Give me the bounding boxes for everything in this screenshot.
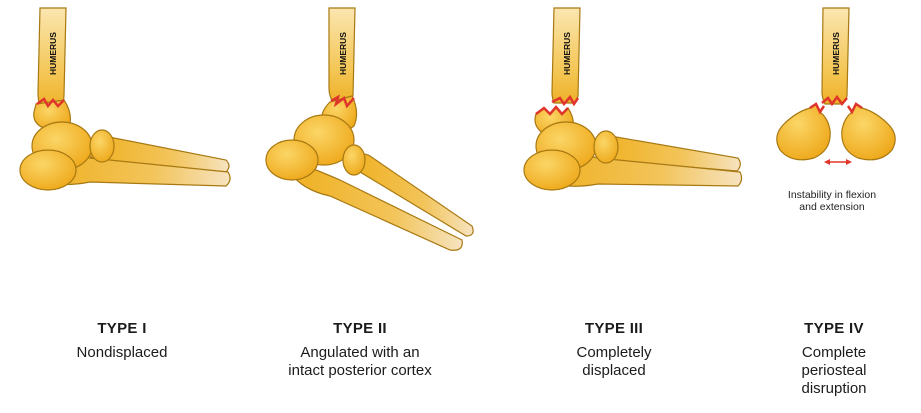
type-2-description: Angulated with an intact posterior corte…: [288, 344, 431, 380]
radial-head: [343, 145, 365, 175]
type-4-label: TYPE IV Complete periosteal disruption: [801, 320, 866, 398]
instability-note: Instability in flexion and extension: [779, 189, 885, 213]
type-3-description: Completely displaced: [576, 344, 651, 380]
type-1-panel: HUMERUS: [0, 0, 240, 300]
humerus-label: HUMERUS: [338, 32, 348, 75]
type-1-title: TYPE I: [77, 320, 168, 338]
humerus-label: HUMERUS: [48, 32, 58, 75]
humerus-label: HUMERUS: [562, 32, 572, 75]
type-4-title: TYPE IV: [801, 320, 866, 338]
type-3-panel: HUMERUS: [510, 0, 750, 300]
type-1-description: Nondisplaced: [77, 344, 168, 362]
type-3-label: TYPE III Completely displaced: [576, 320, 651, 380]
medial-condyle-fragment: [842, 104, 895, 160]
type-3-elbow-illustration: HUMERUS: [510, 0, 750, 300]
type-1-elbow-illustration: HUMERUS: [0, 0, 240, 300]
instability-arrow-icon: [824, 159, 852, 165]
type-3-title: TYPE III: [576, 320, 651, 338]
type-2-title: TYPE II: [288, 320, 431, 338]
type-2-elbow-illustration: HUMERUS: [250, 0, 500, 300]
type-2-panel: HUMERUS: [250, 0, 500, 300]
type-2-label: TYPE II Angulated with an intact posteri…: [288, 320, 431, 380]
radial-head: [594, 131, 618, 163]
type-1-label: TYPE I Nondisplaced: [77, 320, 168, 362]
olecranon: [266, 140, 318, 180]
type-4-elbow-illustration: HUMERUS: [760, 0, 910, 300]
humerus-label: HUMERUS: [831, 32, 841, 75]
olecranon: [20, 150, 76, 190]
lateral-condyle-fragment: [777, 104, 830, 160]
type-4-panel: HUMERUS: [760, 0, 910, 300]
olecranon: [524, 150, 580, 190]
radial-head: [90, 130, 114, 162]
type-4-description: Complete periosteal disruption: [801, 344, 866, 398]
